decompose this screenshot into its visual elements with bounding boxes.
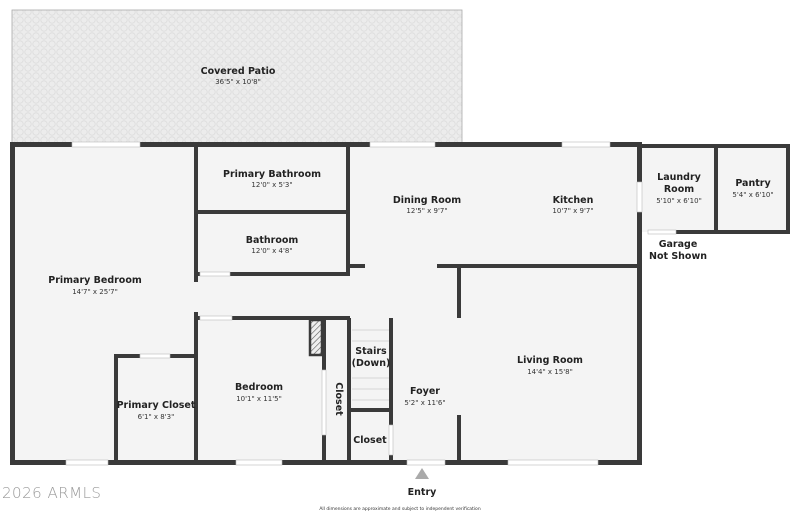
garage-label-1: Garage [659, 239, 698, 250]
primary-closet-dim: 6'1" x 8'3" [138, 413, 175, 421]
stairs-treads [352, 329, 390, 401]
primary-bedroom-dim: 14'7" x 25'7" [72, 288, 118, 296]
primary-bedroom-label: Primary Bedroom [48, 275, 142, 286]
foyer-dim: 5'2" x 11'6" [404, 399, 445, 407]
closet-vertical-label: Closet [333, 382, 344, 416]
bathroom-label: Bathroom [246, 235, 299, 246]
bathroom-dim: 12'0" x 4'8" [251, 247, 292, 255]
openings [65, 141, 677, 466]
covered-patio-dim: 36'5" x 10'8" [215, 78, 261, 86]
covered-patio-area [11, 9, 463, 145]
bedroom-label: Bedroom [235, 382, 283, 393]
laundry-room-label-1: Laundry [657, 172, 701, 183]
laundry-room-label-2: Room [664, 184, 694, 195]
pantry-label: Pantry [735, 178, 771, 189]
living-room-label: Living Room [517, 355, 583, 366]
covered-patio-label: Covered Patio [201, 66, 276, 77]
stairs-label-1: Stairs [355, 346, 387, 357]
chimney-hatch [308, 318, 324, 357]
entry-arrow-icon [415, 468, 429, 479]
primary-bathroom-dim: 12'0" x 5'3" [251, 181, 292, 189]
garage-label-2: Not Shown [649, 251, 707, 262]
closet-label: Closet [353, 435, 387, 446]
disclaimer: All dimensions are approximate and subje… [319, 507, 481, 512]
kitchen-dim: 10'7" x 9'7" [552, 207, 593, 215]
stairs-label-2: (Down) [352, 358, 391, 369]
watermark: 2026 ARMLS [2, 484, 102, 502]
primary-closet-label: Primary Closet [117, 400, 196, 411]
kitchen-label: Kitchen [553, 195, 594, 206]
living-room-dim: 14'4" x 15'8" [527, 368, 573, 376]
dining-room-label: Dining Room [393, 195, 461, 206]
dining-room-dim: 12'5" x 9'7" [406, 207, 447, 215]
entry-label: Entry [408, 487, 437, 498]
bedroom-dim: 10'1" x 11'5" [236, 395, 282, 403]
primary-bathroom-label: Primary Bathroom [223, 169, 321, 180]
walls [10, 142, 790, 465]
laundry-room-dim: 5'10" x 6'10" [656, 197, 702, 205]
foyer-label: Foyer [410, 386, 440, 397]
pantry-dim: 5'4" x 6'10" [732, 191, 773, 199]
